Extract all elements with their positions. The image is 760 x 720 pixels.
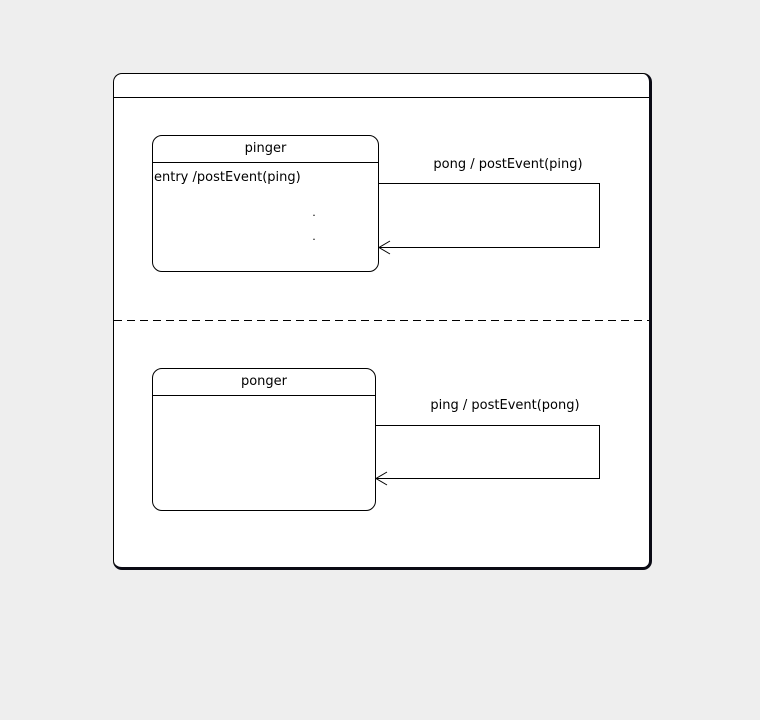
self-transition-ponger-path [376, 425, 600, 479]
state-ponger: ponger [152, 368, 376, 511]
region-divider [114, 320, 649, 321]
state-ponger-title: ponger [153, 369, 375, 396]
arrowhead-left-icon [378, 240, 391, 255]
state-pinger-entry-action: entry /postEvent(ping) [154, 170, 301, 185]
statechart-window-header [114, 74, 649, 98]
vertical-ellipsis-dot: · [312, 233, 316, 246]
vertical-ellipsis-dot: · [312, 209, 316, 222]
self-transition-ponger-label: ping / postEvent(pong) [430, 398, 580, 413]
statechart-window: pinger entry /postEvent(ping) · · pong /… [113, 73, 652, 570]
state-ponger-body [153, 396, 375, 408]
arrowhead-left-icon [375, 471, 388, 486]
self-transition-pinger-label: pong / postEvent(ping) [433, 157, 583, 172]
state-pinger: pinger entry /postEvent(ping) [152, 135, 379, 272]
state-pinger-title: pinger [153, 136, 378, 163]
self-transition-pinger-path [379, 183, 600, 248]
